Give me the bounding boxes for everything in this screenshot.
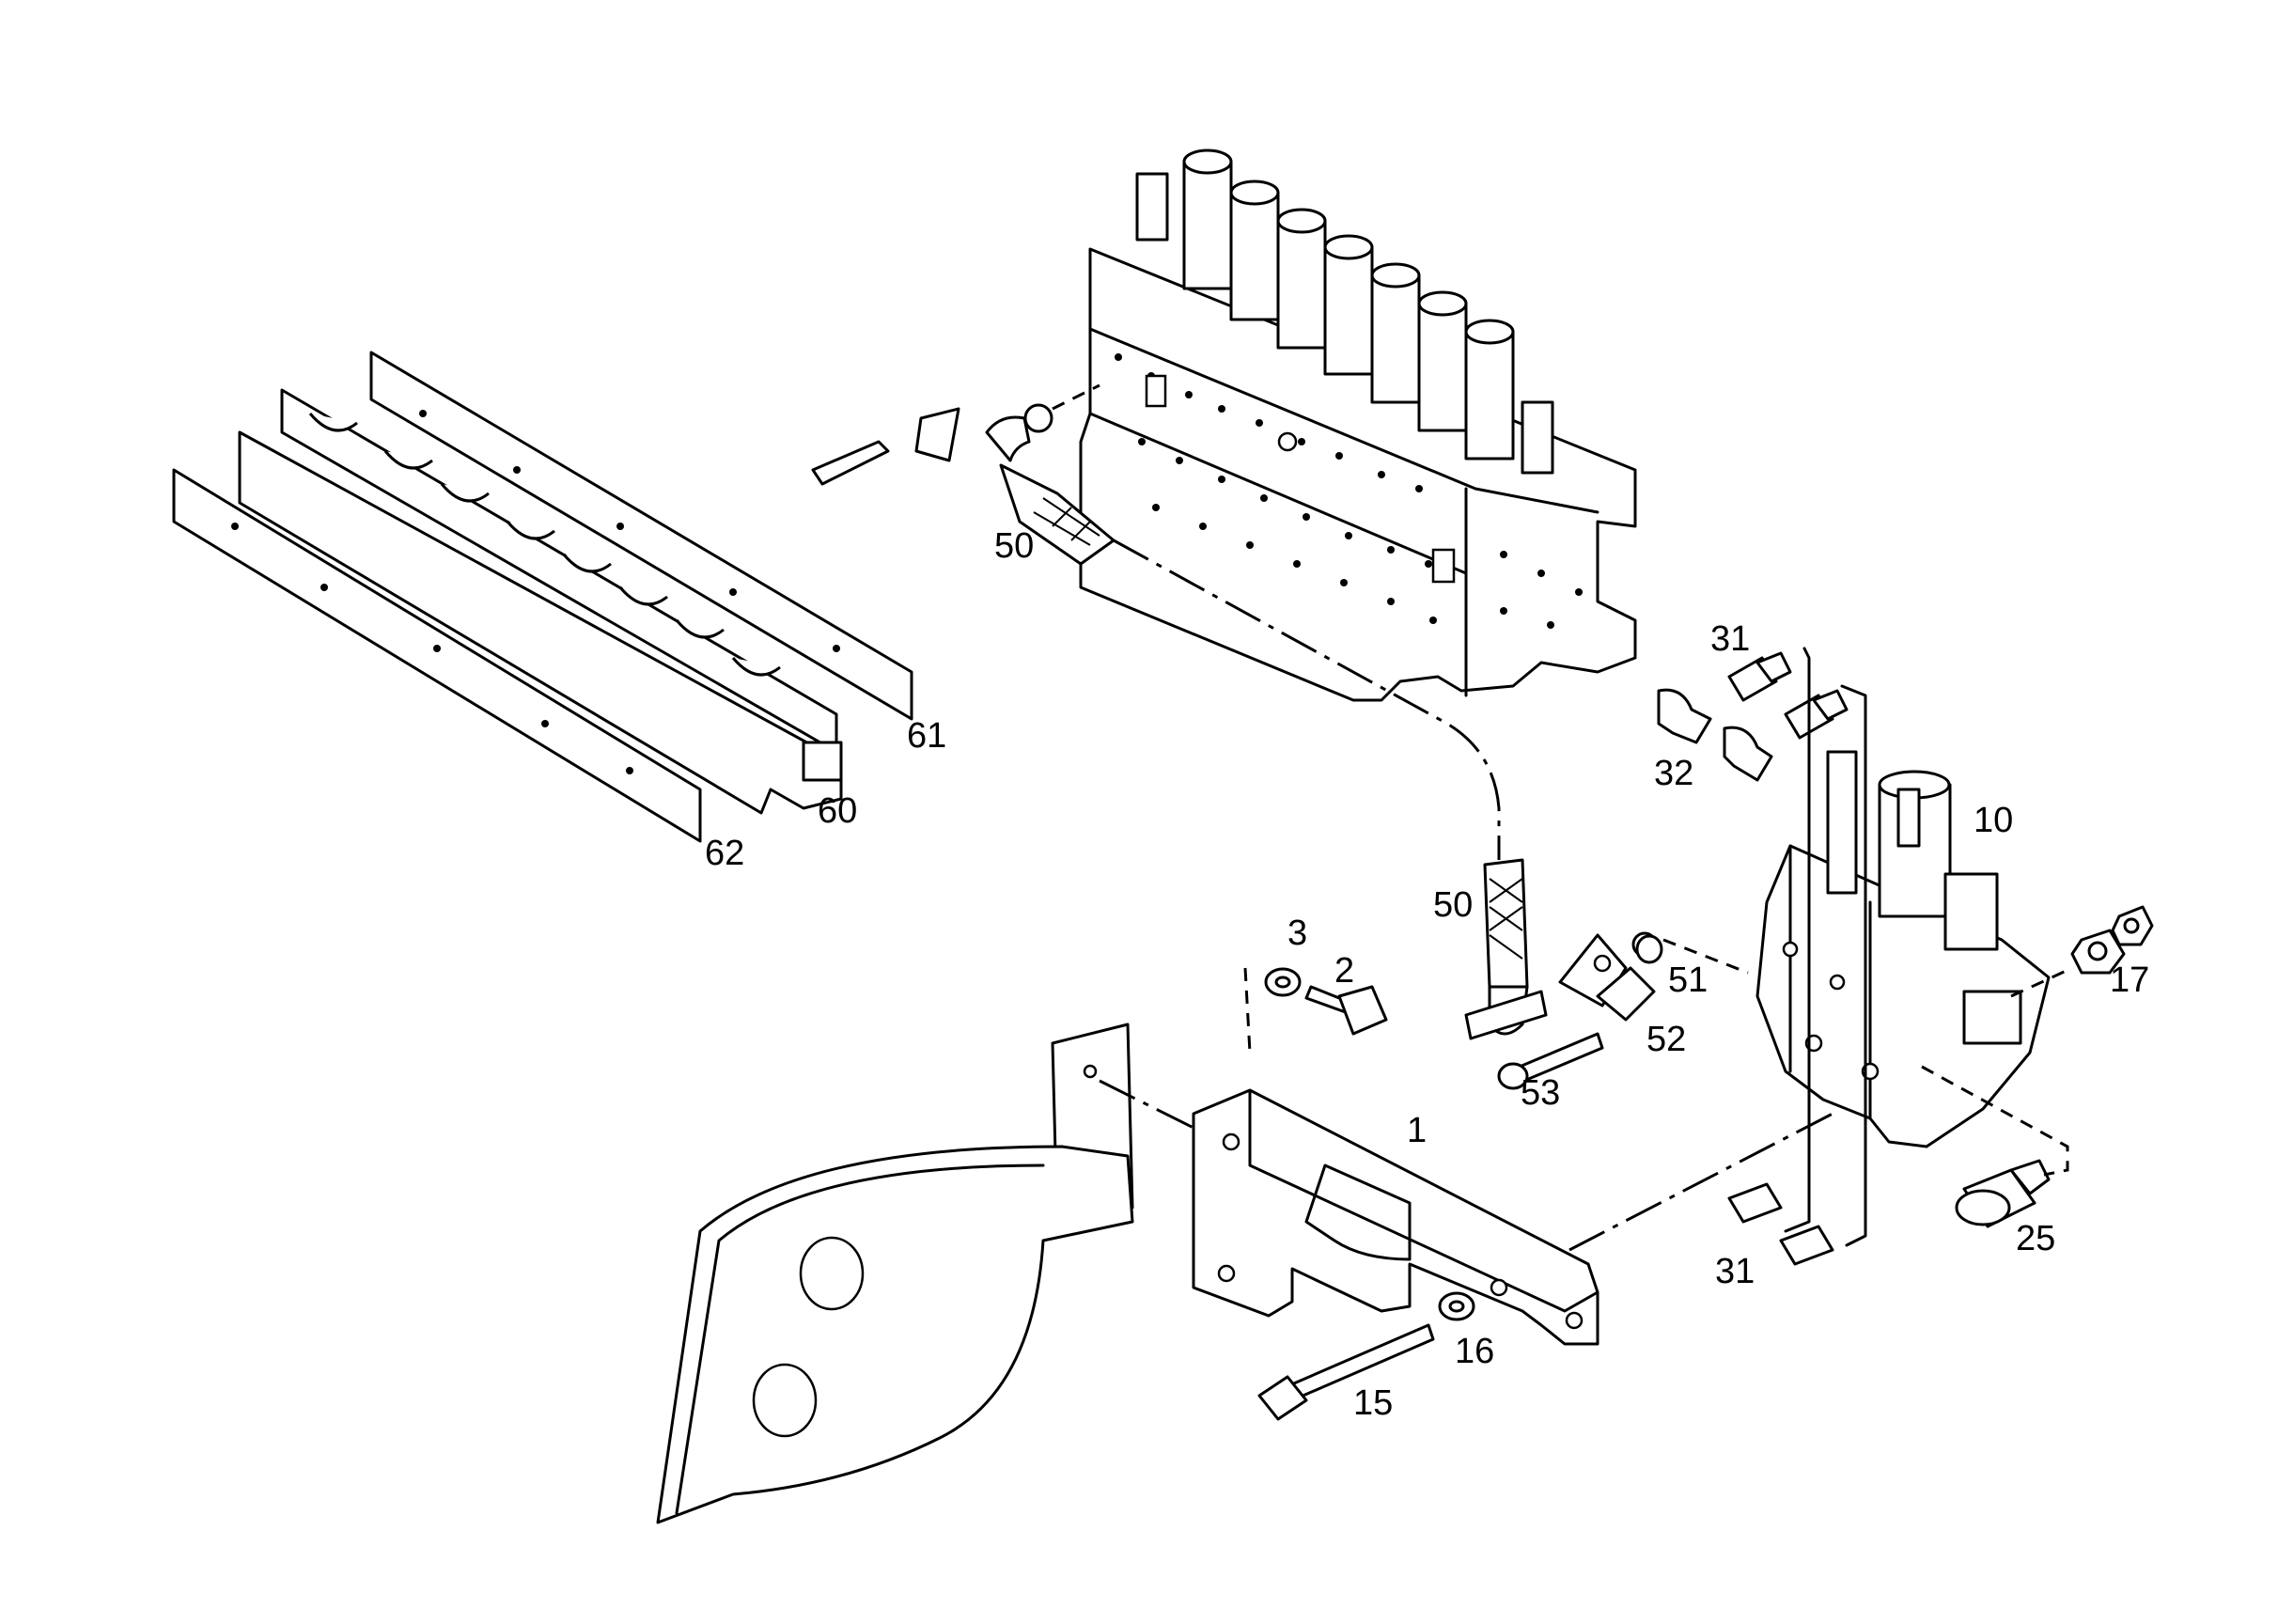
plug-25 — [1955, 1159, 2051, 1228]
leader-17 — [2010, 966, 2073, 998]
callout-25: 25 — [2016, 1219, 2055, 1258]
screw-53 — [1497, 1032, 1604, 1090]
callout-3: 3 — [1287, 914, 1307, 953]
hose-clamp-plate-62 — [172, 468, 702, 843]
callout-1: 1 — [1407, 1111, 1427, 1150]
nut-17 — [2070, 905, 2154, 975]
bolt-15 — [1257, 1323, 1435, 1421]
washer-16 — [1438, 1291, 1475, 1321]
callout-15: 15 — [1353, 1383, 1393, 1423]
bracket-31-leader — [1784, 647, 1811, 1233]
callout-labels: 1 2 3 10 15 16 17 25 31 31 32 50 50 51 5… — [705, 526, 2149, 1423]
bracket-31b-leader — [1840, 684, 1867, 1247]
bracket-leader — [1099, 1079, 1194, 1130]
bracket-to-valve-leader — [1568, 1112, 1833, 1252]
fitting-31-upper-b — [1784, 689, 1849, 740]
callout-61: 61 — [907, 716, 946, 756]
callout-52: 52 — [1646, 1020, 1686, 1059]
hose-50-leader — [1113, 539, 1501, 860]
auxiliary-control-valve — [1755, 750, 2051, 1148]
callout-32: 32 — [1654, 754, 1693, 793]
valve-body-holes — [1115, 353, 1583, 629]
callout-31-lower: 31 — [1715, 1252, 1755, 1291]
callout-60: 60 — [818, 791, 857, 831]
leader-51 — [1662, 938, 1749, 975]
hose-clamp-plate-61 — [369, 351, 913, 721]
hose-clamp-body-60 — [238, 388, 843, 815]
valve-solenoids — [1135, 148, 1554, 475]
callout-31-upper: 31 — [1710, 619, 1750, 659]
callout-16: 16 — [1455, 1332, 1494, 1371]
callout-2: 2 — [1334, 951, 1354, 991]
bracket-1 — [1192, 1088, 1599, 1346]
callout-51: 51 — [1668, 960, 1708, 1000]
washer-3 — [1264, 967, 1302, 997]
gasket-plate — [656, 1145, 1134, 1524]
fitting-32-elbow — [1657, 688, 1773, 782]
fitting-31-lower — [1727, 1182, 1834, 1266]
callout-10: 10 — [1974, 801, 2013, 840]
o-ring-51 — [1635, 934, 1663, 964]
hose-50-lower — [1464, 858, 1658, 1040]
callout-50-upper: 50 — [994, 526, 1034, 566]
callout-53: 53 — [1521, 1073, 1560, 1113]
fastener-leader-2-3 — [1243, 967, 1252, 1054]
screw-2 — [1304, 985, 1388, 1036]
callout-17: 17 — [2110, 960, 2149, 1000]
fitting-31-upper — [1727, 651, 1792, 702]
main-control-valve — [1079, 148, 1637, 702]
callout-62: 62 — [705, 834, 744, 873]
hose-50-upper — [811, 383, 1116, 566]
callout-50-lower: 50 — [1433, 885, 1473, 925]
